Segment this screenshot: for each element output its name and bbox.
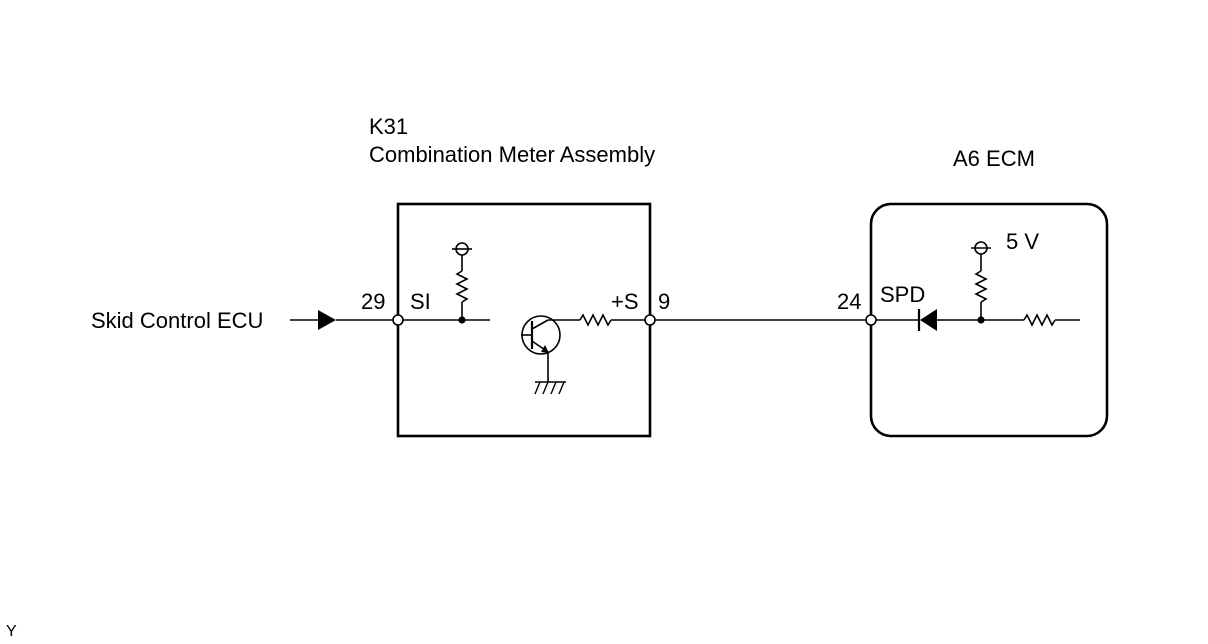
ecm-terminal-24-icon [865, 314, 877, 326]
ecm-pullup-resistor-icon [974, 270, 988, 303]
k31-transistor-icon [521, 315, 561, 355]
signal-arrow-icon [318, 310, 336, 330]
k31-ground-icon [534, 381, 566, 395]
k31-name: Combination Meter Assembly [369, 142, 655, 167]
corner-code: Y [6, 623, 17, 640]
ecm-diode-icon [917, 309, 937, 331]
k31-pullup-resistor-icon [455, 270, 469, 303]
ecm-pin-label: SPD [880, 282, 925, 307]
source-label: Skid Control ECU [91, 308, 263, 333]
ecm-name: A6 ECM [953, 146, 1035, 171]
ecm-voltage-label: 5 V [1006, 229, 1039, 254]
k31-pin-in-number: 29 [361, 289, 385, 314]
k31-terminal-9-icon [644, 314, 656, 326]
k31-pin-in-label: SI [410, 289, 431, 314]
k31-pin-out-label: +S [611, 289, 639, 314]
k31-output-resistor-icon [579, 313, 612, 327]
k31-terminal-29-icon [392, 314, 404, 326]
ecm-input-resistor-icon [1023, 313, 1056, 327]
ecm-pin-number: 24 [837, 289, 861, 314]
k31-code: K31 [369, 114, 408, 139]
k31-pin-out-number: 9 [658, 289, 670, 314]
